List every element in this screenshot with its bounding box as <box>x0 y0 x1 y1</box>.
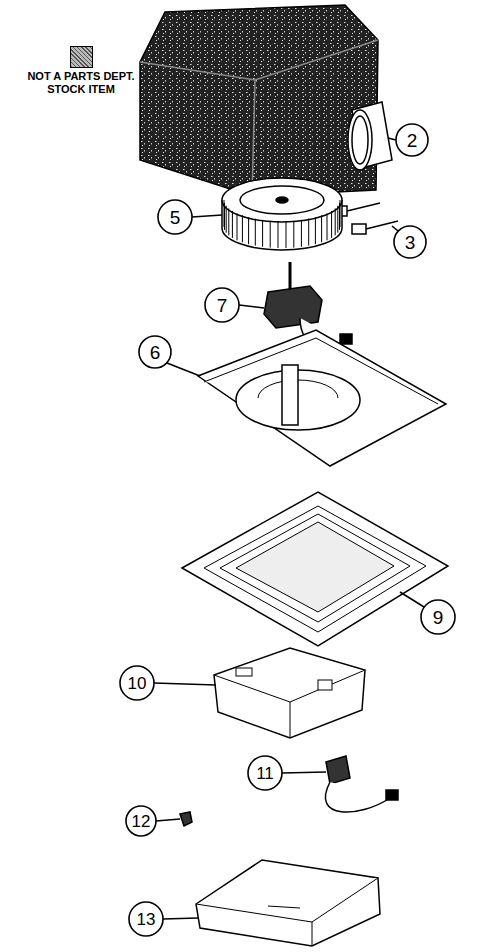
callout-number: 12 <box>132 813 151 830</box>
grille <box>182 492 448 646</box>
lamp-socket <box>325 756 398 812</box>
callout-circles <box>120 124 455 936</box>
callout-number: 9 <box>433 608 444 627</box>
legend-text: NOT A PARTS DEPT. STOCK ITEM <box>22 70 140 95</box>
lens <box>196 860 380 946</box>
callout-number: 3 <box>405 233 416 252</box>
callout-number: 5 <box>170 208 181 227</box>
insulation-block <box>140 5 378 196</box>
callout-number: 11 <box>256 765 274 782</box>
duct-connector <box>348 102 392 170</box>
callout-number: 13 <box>137 911 156 928</box>
callout-number: 2 <box>407 131 418 150</box>
callout-number: 6 <box>150 343 161 362</box>
blower-wheel <box>222 178 342 250</box>
housing <box>214 648 365 738</box>
legend-swatch <box>70 46 93 68</box>
mounting-plate <box>198 330 446 466</box>
callout-number: 7 <box>217 296 228 315</box>
callout-number: 10 <box>128 675 147 692</box>
small-clip <box>180 812 192 826</box>
